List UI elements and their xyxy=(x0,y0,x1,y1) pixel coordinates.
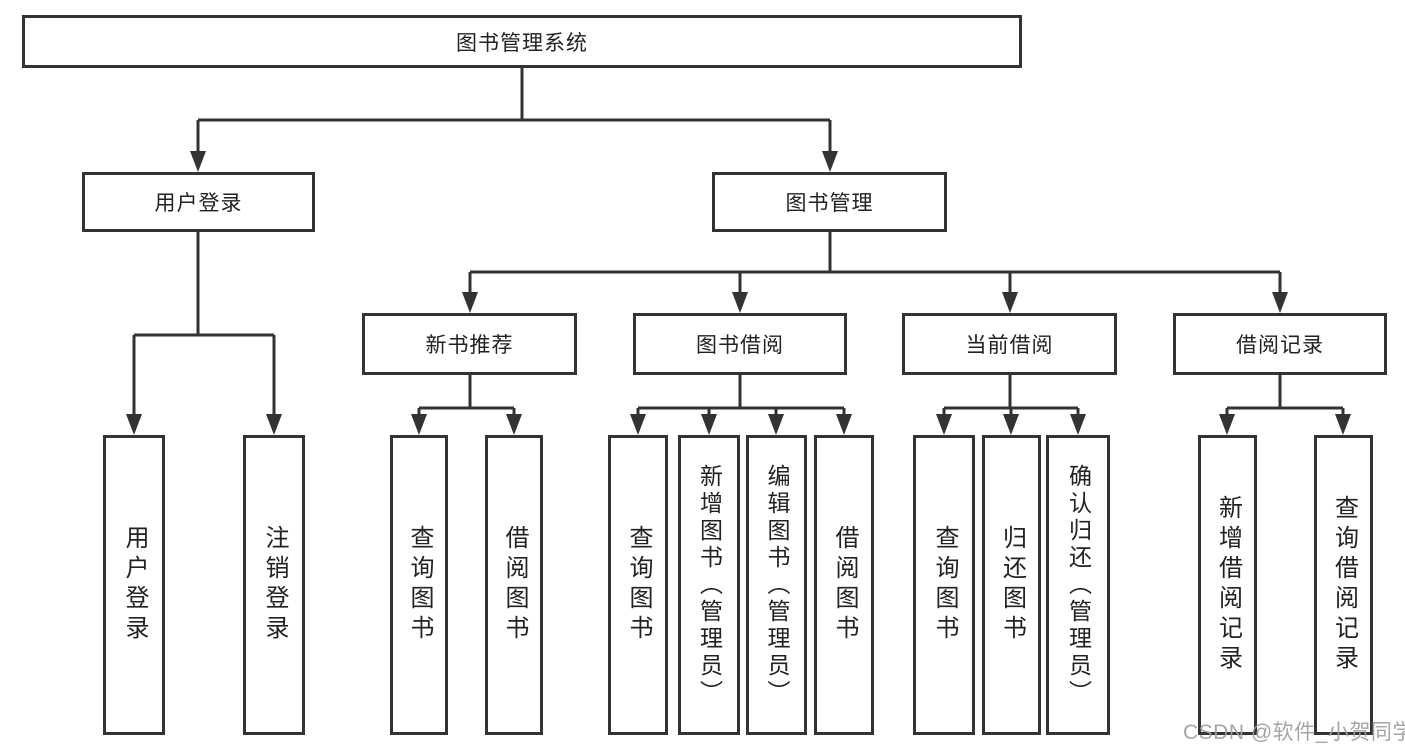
leaf-label: 查询借阅记录 xyxy=(1330,495,1358,675)
leaf-label: 用户登录 xyxy=(121,525,148,645)
leaf-query-book-current: 查询图书 xyxy=(913,435,975,735)
node-new-book-recommend: 新书推荐 xyxy=(362,313,577,375)
node-borrow-record: 借阅记录 xyxy=(1173,313,1387,375)
csdn-watermark: CSDN @软件_小贺同学 xyxy=(1183,721,1405,744)
node-book-management: 图书管理 xyxy=(712,172,947,232)
leaf-label: 编辑图书（管理员） xyxy=(764,463,790,707)
leaf-logout: 注销登录 xyxy=(243,435,305,735)
node-current-borrow: 当前借阅 xyxy=(902,313,1117,375)
leaf-borrow-book: 借阅图书 xyxy=(814,435,874,735)
leaf-confirm-return-admin: 确认归还（管理员） xyxy=(1046,435,1110,735)
node-user-login: 用户登录 xyxy=(82,172,315,232)
leaf-label: 注销登录 xyxy=(261,525,288,645)
leaf-label: 借阅图书 xyxy=(501,525,528,645)
leaf-return-book: 归还图书 xyxy=(982,435,1041,735)
leaf-label: 确认归还（管理员） xyxy=(1065,463,1092,707)
leaf-query-borrow-record: 查询借阅记录 xyxy=(1314,435,1373,735)
leaf-query-book-borrow: 查询图书 xyxy=(608,435,668,735)
leaf-label: 归还图书 xyxy=(998,525,1026,645)
leaf-label: 新增图书（管理员） xyxy=(696,463,723,707)
leaf-user-login: 用户登录 xyxy=(103,435,165,735)
leaf-label: 查询图书 xyxy=(406,525,433,645)
leaf-borrow-book-recommend: 借阅图书 xyxy=(485,435,543,735)
node-library-system: 图书管理系统 xyxy=(22,15,1022,68)
leaf-query-book-recommend: 查询图书 xyxy=(390,435,448,735)
leaf-label: 借阅图书 xyxy=(831,525,858,645)
leaf-label: 查询图书 xyxy=(931,525,958,645)
leaf-add-book-admin: 新增图书（管理员） xyxy=(678,435,740,735)
leaf-edit-book-admin: 编辑图书（管理员） xyxy=(746,435,807,735)
leaf-label: 新增借阅记录 xyxy=(1214,495,1242,675)
node-book-borrow: 图书借阅 xyxy=(633,313,847,375)
leaf-add-borrow-record: 新增借阅记录 xyxy=(1198,435,1257,735)
leaf-label: 查询图书 xyxy=(625,525,652,645)
